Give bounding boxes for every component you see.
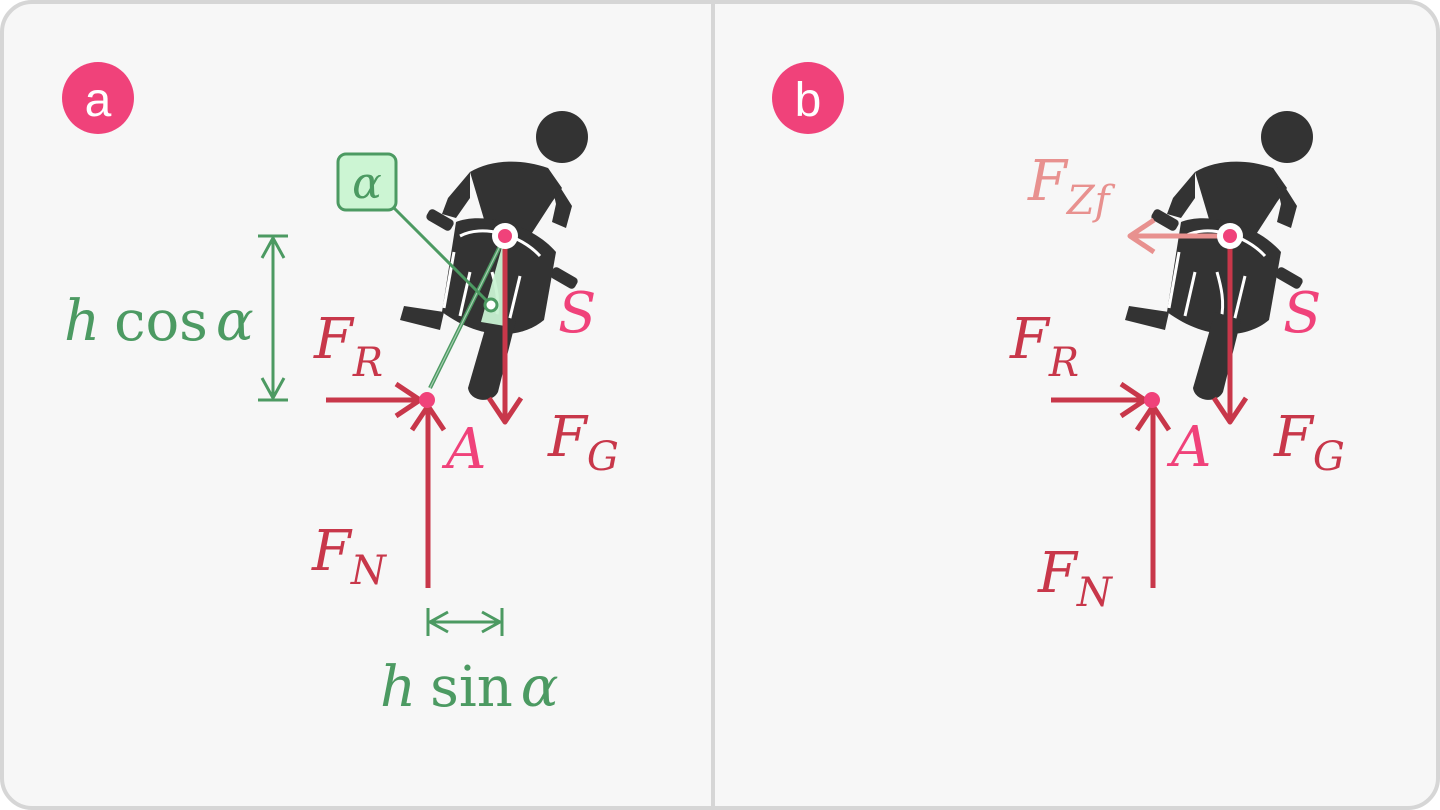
label-FG-b: FG [1273, 405, 1345, 480]
force-FG-arrowhead [486, 396, 524, 425]
label-S-b: S [1283, 281, 1321, 346]
badge-b [772, 62, 844, 134]
force-FZf-arrowhead [1127, 217, 1156, 255]
alpha-leader-dot [483, 297, 499, 313]
label-FR: FR [313, 307, 383, 386]
label-FN: FN [311, 519, 388, 594]
badge-a [62, 62, 134, 134]
alpha-label: α [352, 158, 382, 209]
point-A-b [1144, 392, 1160, 408]
label-A-b: A [1166, 415, 1211, 480]
point-S-b [1223, 229, 1237, 243]
label-S: S [558, 281, 596, 346]
badge-a-label: a [85, 74, 112, 127]
h-sin-dimension [426, 608, 504, 636]
label-FZf: FZf [1027, 149, 1116, 224]
badge-b-label: b [795, 74, 822, 127]
force-FG-arrowhead-b [1211, 396, 1249, 425]
label-FG: FG [547, 405, 619, 480]
alpha-label-box [336, 152, 398, 212]
point-S [498, 229, 512, 243]
alpha-leader-line [390, 204, 491, 305]
label-A: A [441, 417, 486, 482]
label-FR-b: FR [1009, 307, 1079, 386]
label-FN-b: FN [1037, 541, 1114, 616]
panel-b: b FZf FR S A FG FN [772, 62, 1345, 616]
h-cos-dimension [258, 234, 288, 402]
point-A [419, 392, 435, 408]
